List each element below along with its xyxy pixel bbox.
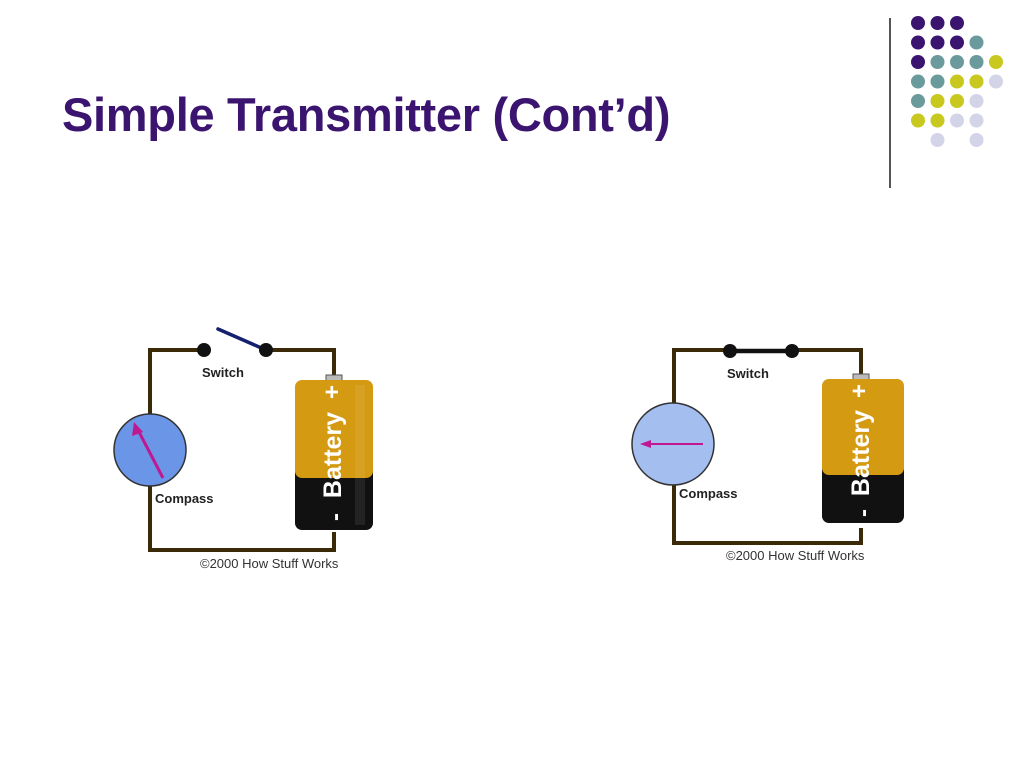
switch-label: Switch: [727, 366, 769, 381]
decorative-dot: [930, 55, 945, 69]
decorative-dot: [950, 55, 964, 69]
copyright-credit: ©2000 How Stuff Works: [726, 548, 865, 563]
battery-plus-sign: +: [846, 384, 873, 398]
decorative-dot: [989, 55, 1003, 69]
switch-contact-left: [197, 343, 211, 357]
decorative-dot: [911, 55, 925, 69]
decorative-dot: [969, 74, 984, 89]
decorative-dot: [950, 35, 964, 50]
decorative-dot: [930, 113, 945, 128]
decorative-dot: [950, 94, 964, 108]
decorative-dot: [969, 113, 984, 128]
decorative-dot: [930, 133, 945, 147]
circuit-diagram-open-switch: Switch Compass + Battery - ©2000 How Stu…: [100, 310, 400, 590]
decorative-dot: [930, 16, 945, 30]
decorative-dot: [969, 133, 984, 147]
switch-contact-right: [259, 343, 273, 357]
compass-needle: [136, 429, 165, 479]
switch-label: Switch: [202, 365, 244, 380]
battery: + Battery -: [822, 373, 904, 523]
decorative-dot: [969, 35, 984, 50]
decorative-dot: [950, 113, 964, 128]
decorative-dot-grid: [911, 16, 1003, 147]
decorative-dot: [969, 94, 984, 108]
battery-minus-sign: -: [850, 509, 877, 517]
switch-lever: [216, 327, 268, 352]
decorative-dot: [911, 113, 925, 128]
decorative-dot: [930, 94, 945, 108]
decorative-dot: [911, 74, 925, 89]
decorative-dot: [911, 16, 925, 30]
battery-minus-sign: -: [322, 513, 349, 521]
compass-needle-tip: [640, 440, 651, 448]
decorative-dot: [950, 74, 964, 89]
battery: + Battery -: [295, 374, 373, 530]
decorative-dot: [930, 35, 945, 50]
circuit-wire: [148, 348, 336, 552]
decorative-dot: [950, 16, 964, 30]
battery-label: Battery: [847, 410, 875, 496]
slide-title: Simple Transmitter (Cont’d): [62, 88, 671, 141]
battery-label: Battery: [319, 412, 347, 498]
decorative-divider-line: [889, 18, 891, 188]
circuit-wire: [672, 348, 863, 545]
compass-label: Compass: [679, 486, 738, 501]
decorative-dot: [969, 55, 984, 69]
compass-needle-tip: [132, 422, 143, 436]
switch-contact-left: [723, 344, 737, 358]
compass-label: Compass: [155, 491, 214, 506]
decorative-dot: [911, 94, 925, 108]
battery-plus-sign: +: [319, 385, 346, 399]
circuit-diagram-closed-switch: Switch Compass + Battery - ©2000 How Stu…: [624, 310, 924, 590]
decorative-dot: [930, 74, 945, 89]
switch-contact-right: [785, 344, 799, 358]
decorative-dot: [911, 35, 925, 50]
copyright-credit: ©2000 How Stuff Works: [200, 556, 339, 571]
decorative-dot: [989, 74, 1003, 89]
